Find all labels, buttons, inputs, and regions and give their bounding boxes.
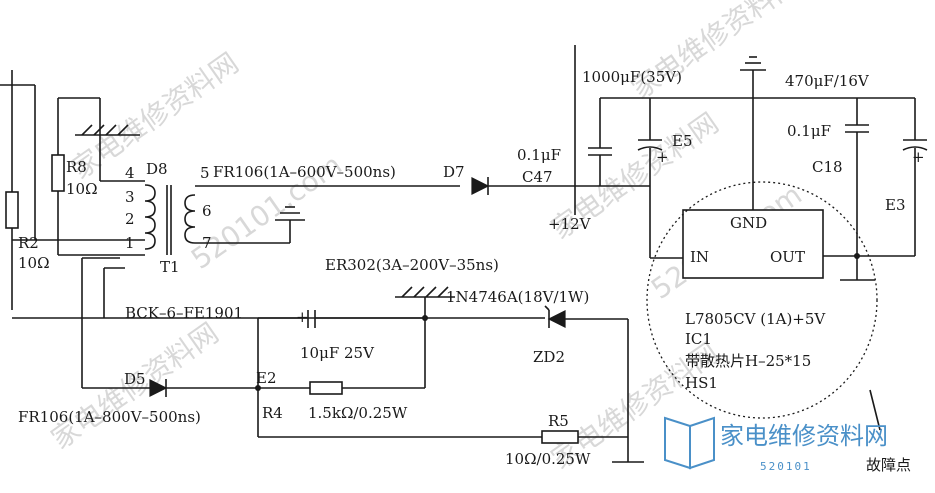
watermark-site-cn: 家电维修资料网 [625, 0, 804, 106]
label-d5-part: FR106(1A–800V–500ns) [18, 408, 201, 426]
label-pin3: 3 [125, 188, 135, 206]
label-pin7: 7 [202, 234, 212, 252]
label-e3-plus: + [912, 148, 925, 166]
diode-d7 [471, 177, 650, 195]
label-e2: E2 [256, 369, 277, 387]
diode-d5 [149, 379, 168, 397]
site-logo: 家电维修资料网 520101 [664, 416, 888, 473]
resistor-r2 [5, 191, 19, 229]
resistor-r5 [541, 430, 579, 444]
label-c18-value: 0.1μF [787, 122, 831, 140]
label-out: OUT [770, 248, 805, 266]
label-pin4: 4 [125, 164, 135, 182]
label-c47: C47 [522, 168, 553, 186]
regulator-ic1 [646, 98, 928, 431]
label-c10u: 10μF 25V [300, 344, 375, 362]
resistor-r4 [309, 381, 343, 395]
label-pin5: 5 [200, 164, 210, 182]
label-e2-plus: + [296, 308, 309, 326]
resistor-r8 [51, 154, 65, 192]
label-d8: D8 [146, 160, 168, 178]
label-d5: D5 [124, 370, 146, 388]
label-pin2: 2 [125, 210, 135, 228]
label-e3: E3 [885, 196, 906, 214]
label-bck: BCK–6–FE1901 [125, 304, 243, 322]
top-rail [574, 45, 915, 259]
label-e5: E5 [672, 132, 693, 150]
label-zd2: ZD2 [533, 348, 565, 366]
fault-circle [646, 181, 878, 419]
label-c470: 470μF/16V [785, 72, 870, 90]
logo-name: 家电维修资料网 [720, 422, 888, 450]
label-er302: ER302(3A–200V–35ns) [325, 256, 499, 274]
label-d7: D7 [443, 163, 465, 181]
label-fault: 故障点 [866, 456, 911, 474]
logo-sub: 520101 [760, 460, 812, 473]
zener-zd2 [547, 310, 566, 328]
label-in: IN [690, 248, 709, 266]
label-e5-plus: + [656, 148, 669, 166]
book-icon [664, 416, 691, 470]
label-c47-value: 0.1μF [517, 146, 561, 164]
label-t1: T1 [160, 258, 180, 276]
label-pin1: 1 [125, 234, 135, 252]
label-c1000: 1000μF(35V) [582, 68, 682, 86]
label-l7805: L7805CV (1A)+5V [685, 310, 826, 328]
label-gnd: GND [730, 214, 767, 232]
label-c18: C18 [812, 158, 843, 176]
label-zener-part: 1N4746A(18V/1W) [446, 288, 589, 306]
label-r8-value: 10Ω [66, 180, 98, 198]
label-r8: R8 [66, 158, 87, 176]
label-heatsink: 带散热片H–25*15 [685, 352, 811, 370]
label-ic1: IC1 [685, 330, 712, 348]
input-wiring [0, 70, 425, 388]
label-r5: R5 [548, 412, 569, 430]
label-hs1: HS1 [685, 374, 718, 392]
label-r5-value: 10Ω/0.25W [505, 450, 591, 468]
transformer-t1 [120, 184, 460, 256]
labels: 1000μF(35V) 470μF/16V 0.1μF C47 E5 + 0.1… [18, 68, 925, 474]
label-pin6: 6 [202, 202, 212, 220]
label-r2-value: 10Ω [18, 254, 50, 272]
label-d7-part: FR106(1A–600V–500ns) [213, 163, 396, 181]
label-12v: +12V [548, 215, 592, 233]
label-r4-value: 1.5kΩ/0.25W [308, 404, 408, 422]
aux-supply [82, 286, 644, 463]
label-r4: R4 [262, 404, 283, 422]
label-r2: R2 [18, 234, 39, 252]
